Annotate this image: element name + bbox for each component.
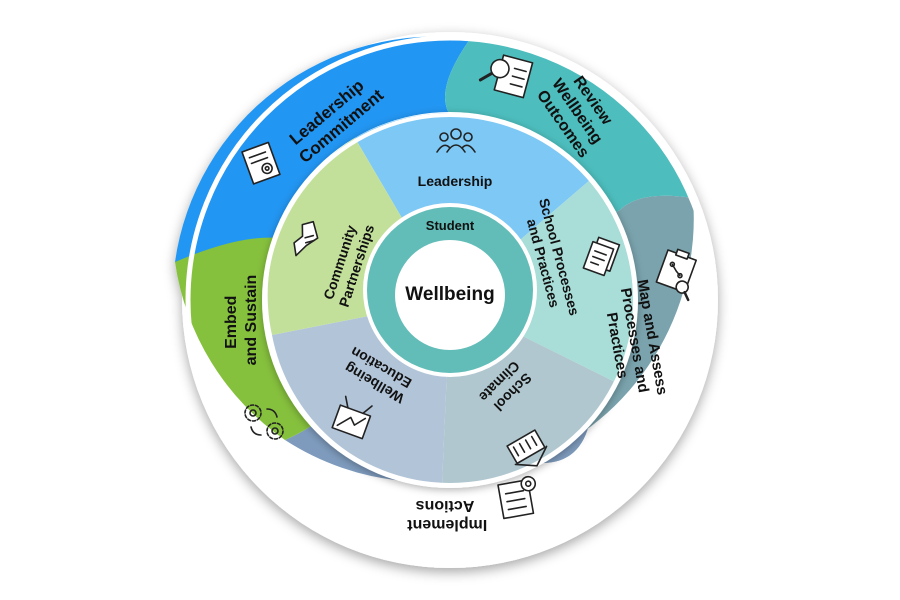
icons (241, 54, 697, 520)
label-embed-sustain: Embed and Sustain (223, 275, 260, 366)
clipboard-map-icon (655, 248, 697, 302)
segment-school-processes (450, 180, 635, 382)
school-building-icon (506, 429, 548, 467)
magnifier-checklist-icon (478, 54, 534, 99)
checklist-gear-icon (497, 475, 537, 520)
documents-icon (582, 236, 621, 277)
center-hub: Student Wellbeing (363, 203, 537, 377)
label-implement-actions: Implement Actions (403, 497, 487, 533)
center-label-wellbeing: Wellbeing (405, 284, 494, 305)
label-leadership: Leadership (418, 173, 493, 189)
handshake-icon (293, 220, 319, 257)
document-gear-icon (241, 141, 281, 185)
chart-board-icon (331, 395, 373, 440)
people-group-icon (436, 128, 476, 153)
center-label-student: Student (426, 218, 475, 233)
gears-cycle-icon (244, 404, 284, 440)
